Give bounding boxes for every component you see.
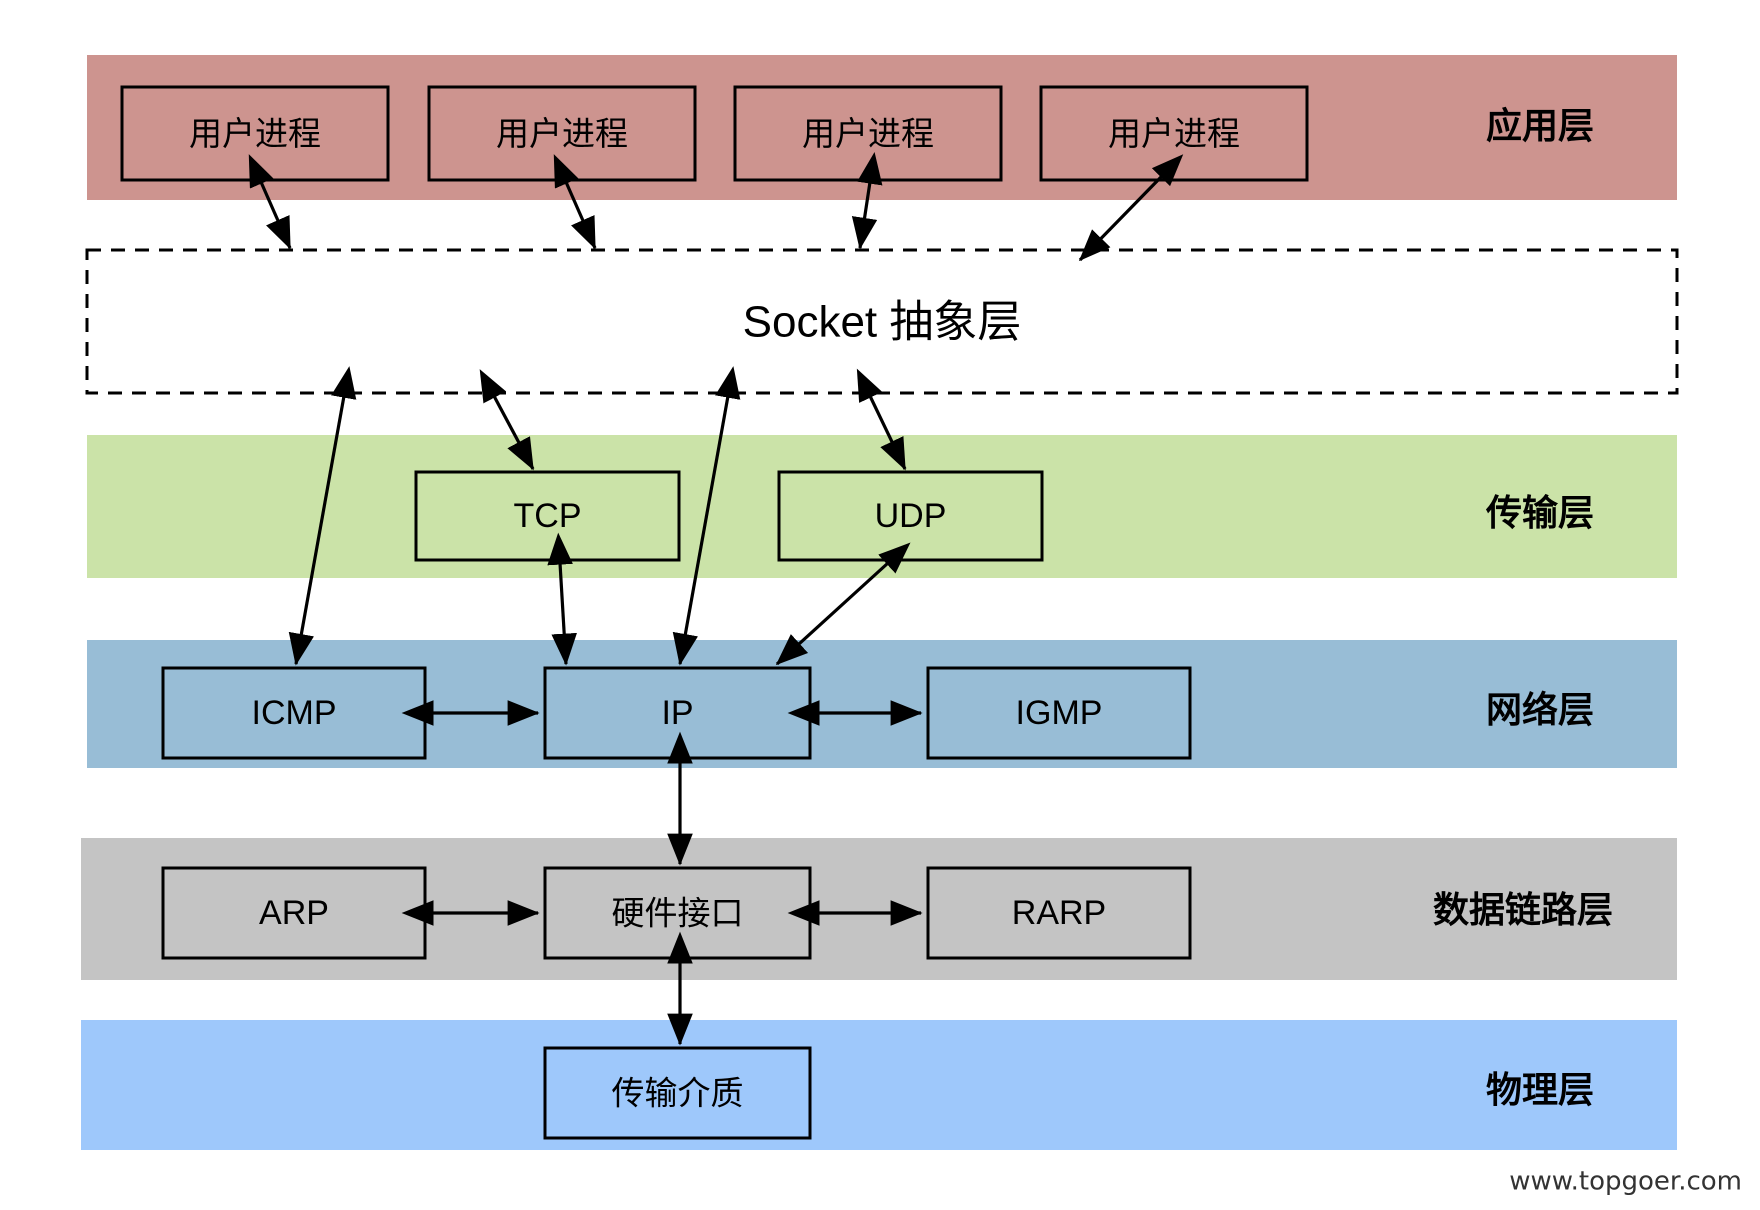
layer-label-transport: 传输层	[1485, 493, 1594, 534]
node-label-user-process-2: 用户进程	[496, 114, 628, 153]
layer-label-datalink: 数据链路层	[1433, 890, 1613, 931]
connector-userproc1-socket	[248, 154, 292, 250]
node-user-process-1[interactable]: 用户进程	[120, 85, 390, 182]
node-label-user-process-1: 用户进程	[189, 114, 321, 153]
socket-abstraction-layer-group: Socket 抽象层	[85, 248, 1679, 395]
node-icmp[interactable]: ICMP	[161, 666, 427, 760]
node-box-user-process-3	[733, 85, 1003, 182]
node-box-udp	[777, 470, 1044, 562]
node-label-ip: IP	[661, 694, 693, 732]
layer-bands-group	[81, 55, 1677, 1150]
connector-udp-ip	[775, 542, 911, 666]
connector-userproc4-socket	[1078, 154, 1184, 262]
node-box-hardware-interface	[543, 866, 812, 960]
node-igmp[interactable]: IGMP	[926, 666, 1192, 760]
node-label-hardware-interface: 硬件接口	[612, 894, 744, 933]
connector-userproc3-socket	[851, 151, 883, 250]
node-label-igmp: IGMP	[1016, 694, 1103, 732]
node-user-process-4[interactable]: 用户进程	[1039, 85, 1309, 182]
node-label-transmission-medium: 传输介质	[612, 1074, 744, 1113]
layer-band-physical	[81, 1020, 1677, 1150]
node-box-transmission-medium	[543, 1046, 812, 1140]
node-label-tcp: TCP	[514, 497, 582, 535]
node-box-user-process-1	[120, 85, 390, 182]
node-user-process-2[interactable]: 用户进程	[427, 85, 697, 182]
node-label-user-process-4: 用户进程	[1108, 114, 1240, 153]
connections-group	[248, 151, 1184, 1046]
node-arp[interactable]: ARP	[161, 866, 427, 960]
node-box-user-process-2	[427, 85, 697, 182]
node-box-tcp	[414, 470, 681, 562]
connector-socket-tcp	[479, 369, 535, 471]
node-label-icmp: ICMP	[252, 694, 337, 732]
node-box-ip	[543, 666, 812, 760]
node-box-rarp	[926, 866, 1192, 960]
protocol-nodes-group: 用户进程 用户进程 用户进程 用户进程 TCP UDP ICMP IP IGMP ARP 硬件接口 R…	[120, 85, 1309, 1140]
node-ip[interactable]: IP	[543, 666, 812, 760]
node-hardware-interface[interactable]: 硬件接口	[543, 866, 812, 960]
layer-label-network: 网络层	[1486, 689, 1594, 731]
layer-label-application: 应用层	[1486, 106, 1594, 147]
node-box-icmp	[161, 666, 427, 760]
layer-label-physical: 物理层	[1486, 1070, 1594, 1111]
node-label-user-process-3: 用户进程	[802, 114, 934, 153]
node-label-udp: UDP	[875, 497, 947, 535]
connector-socket-icmp	[288, 366, 357, 666]
node-tcp[interactable]: TCP	[414, 470, 681, 562]
node-transmission-medium[interactable]: 传输介质	[543, 1046, 812, 1140]
watermark-label: www.topgoer.com	[1509, 1167, 1742, 1197]
connector-socket-udp	[856, 368, 907, 471]
node-rarp[interactable]: RARP	[926, 866, 1192, 960]
node-box-user-process-4	[1039, 85, 1309, 182]
connector-socket-ip	[672, 366, 741, 666]
node-box-arp	[161, 866, 427, 960]
node-box-igmp	[926, 666, 1192, 760]
node-label-arp: ARP	[259, 894, 329, 932]
node-user-process-3[interactable]: 用户进程	[733, 85, 1003, 182]
connector-tcp-ip	[547, 532, 577, 666]
connector-userproc2-socket	[553, 154, 597, 250]
node-label-rarp: RARP	[1012, 894, 1106, 932]
socket-abstraction-label: Socket 抽象层	[743, 298, 1022, 347]
node-udp[interactable]: UDP	[777, 470, 1044, 562]
